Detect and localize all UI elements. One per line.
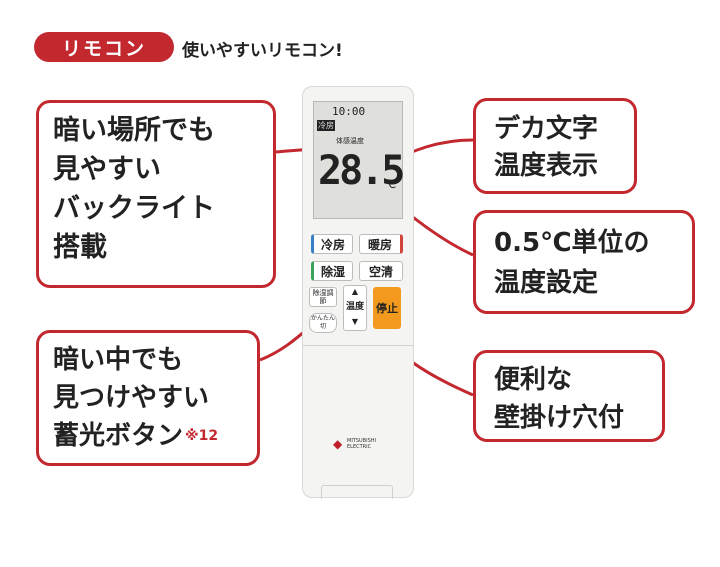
air-clean-button[interactable]: 空清	[359, 261, 403, 281]
lcd-display: 10:00 冷房 体感温度 28.5 ℃	[313, 101, 405, 219]
footnote-mark: ※12	[185, 428, 219, 444]
three-diamonds-icon: ◆	[333, 437, 343, 451]
brand-logo: ◆ MITSUBISHI ELECTRIC	[333, 437, 383, 453]
temp-label: 温度	[345, 302, 364, 312]
lcd-mode: 冷房	[317, 120, 335, 131]
glow-button-callout: 暗い中でも 見つけやすい 蓄光ボタン※12	[36, 330, 260, 466]
callout-line: 壁掛け穴付	[494, 403, 625, 433]
remote-badge: リモコン	[34, 32, 174, 62]
callout-line: バックライト	[53, 193, 215, 224]
callout-line: 温度表示	[494, 151, 599, 181]
callout-text: 蓄光ボタン	[53, 421, 184, 451]
callout-line: 暗い中でも	[53, 345, 184, 375]
temp-down-icon[interactable]: ▼	[351, 317, 359, 326]
stop-button[interactable]: 停止	[373, 287, 401, 329]
lcd-time: 10:00	[332, 105, 366, 118]
callout-line: 暗い場所でも	[53, 115, 215, 146]
backlight-callout: 暗い場所でも 見やすい バックライト 搭載	[36, 100, 276, 288]
easy-off-button[interactable]: かんたん切	[309, 313, 337, 333]
big-text-callout: デカ文字 温度表示	[473, 98, 637, 194]
heat-button[interactable]: 暖房	[359, 234, 403, 254]
battery-cover	[321, 485, 393, 499]
callout-line: 蓄光ボタン※12	[53, 417, 243, 455]
callout-line: 見つけやすい	[53, 383, 210, 413]
temp-up-icon[interactable]: ▲	[351, 287, 359, 296]
dry-adjust-button[interactable]: 除湿調節	[309, 287, 337, 307]
callout-line: 搭載	[53, 232, 107, 263]
lcd-unit: ℃	[384, 178, 397, 191]
wall-hook-callout: 便利な 壁掛け穴付	[473, 350, 665, 442]
callout-line: デカ文字	[494, 114, 599, 144]
lcd-feel-label: 体感温度	[336, 137, 364, 145]
callout-line: 0.5℃単位の	[494, 228, 650, 258]
callout-line: 温度設定	[494, 268, 599, 298]
remote-control: 10:00 冷房 体感温度 28.5 ℃ 冷房 暖房 除湿 空清 除湿調節 かん…	[302, 86, 414, 499]
callout-line: 便利な	[494, 365, 573, 395]
callout-line: 見やすい	[53, 154, 161, 185]
dry-button[interactable]: 除湿	[311, 261, 353, 281]
section-subtitle: 使いやすいリモコン!	[182, 41, 343, 61]
lcd-temperature: 28.5	[318, 148, 405, 194]
cool-button[interactable]: 冷房	[311, 234, 353, 254]
temperature-rocker[interactable]: ▲ 温度 ▼	[343, 285, 367, 331]
cover-seam	[303, 345, 413, 346]
brand-text: MITSUBISHI ELECTRIC	[347, 438, 376, 450]
half-degree-callout: 0.5℃単位の 温度設定	[473, 210, 695, 314]
